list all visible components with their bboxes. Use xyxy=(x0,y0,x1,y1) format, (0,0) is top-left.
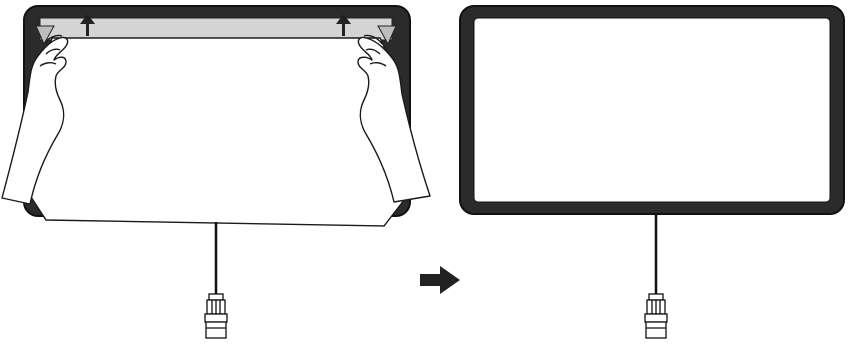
film-corner-right xyxy=(377,25,397,46)
connector-plug xyxy=(204,293,228,339)
left-hand xyxy=(1,34,69,205)
connector-plug xyxy=(644,293,668,339)
before-panel xyxy=(1,5,431,339)
right-arrow-icon xyxy=(420,266,460,294)
film-corner-left xyxy=(35,25,55,46)
up-arrow-icon xyxy=(80,14,95,36)
after-panel xyxy=(459,5,845,339)
peeled-film xyxy=(15,37,419,227)
right-hand xyxy=(357,34,431,203)
screen xyxy=(473,17,831,203)
up-arrow-icon xyxy=(336,14,351,36)
